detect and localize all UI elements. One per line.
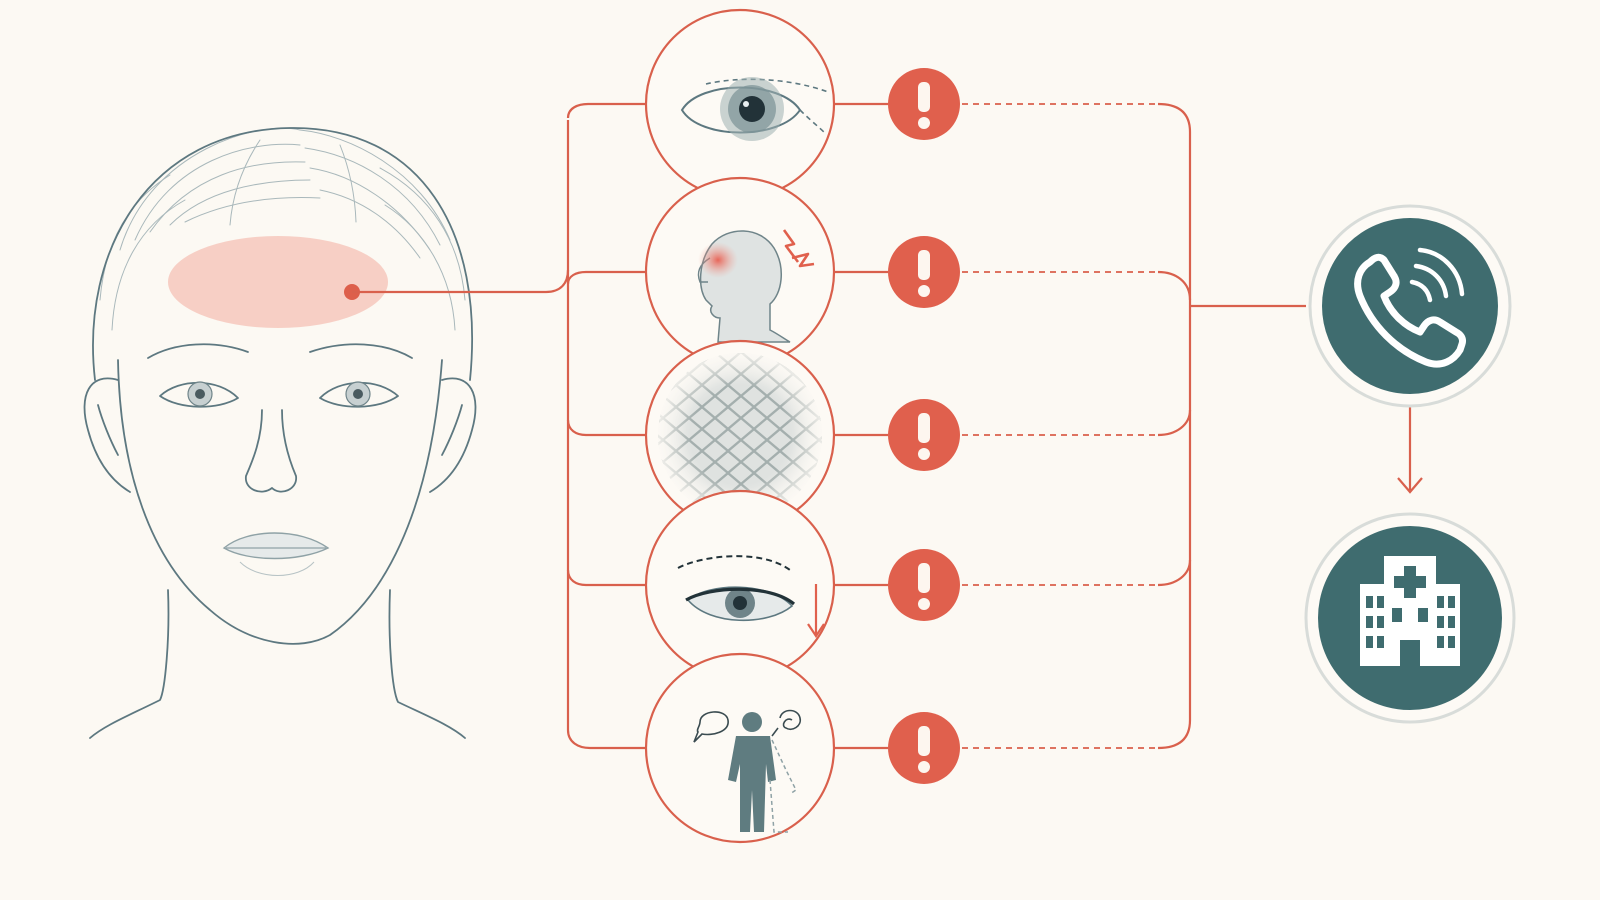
hospital-action xyxy=(1304,512,1516,724)
symptom-headache xyxy=(644,176,836,368)
head-illustration xyxy=(83,127,477,739)
eye-pain-icon xyxy=(680,77,829,141)
headache-icon xyxy=(697,229,815,343)
phone-call-icon xyxy=(1354,247,1466,368)
symptom-blurred-vision xyxy=(644,339,836,531)
symptom-eye-pain xyxy=(644,8,836,200)
emergency-call-action xyxy=(1308,204,1512,408)
nose xyxy=(245,409,297,493)
right-eyebrow xyxy=(309,343,413,359)
forehead-pain-area-icon xyxy=(168,236,388,328)
exclamation-icon xyxy=(888,712,960,784)
right-eye xyxy=(319,381,399,408)
drooping-eyelid-icon xyxy=(677,555,825,638)
left-eyebrow xyxy=(147,343,249,359)
exclamation-icon xyxy=(888,399,960,471)
hospital-icon xyxy=(1360,556,1460,666)
connector-lines xyxy=(352,102,1423,750)
right-ear xyxy=(429,377,477,493)
exclamation-icon xyxy=(888,549,960,621)
exclamation-icon xyxy=(888,68,960,140)
left-ear xyxy=(83,377,131,493)
symptom-drooping-eyelid xyxy=(644,489,836,681)
speech-weakness-icon xyxy=(693,709,802,833)
symptom-speech-weakness xyxy=(644,652,836,844)
left-eye xyxy=(159,381,239,408)
exclamation-icon xyxy=(888,236,960,308)
hair xyxy=(99,127,466,331)
alert-badges xyxy=(888,68,960,784)
neck xyxy=(89,589,170,739)
head-outline xyxy=(92,127,474,381)
face-contour xyxy=(117,359,443,645)
lips xyxy=(222,532,330,576)
blurred-vision-icon xyxy=(658,353,822,517)
